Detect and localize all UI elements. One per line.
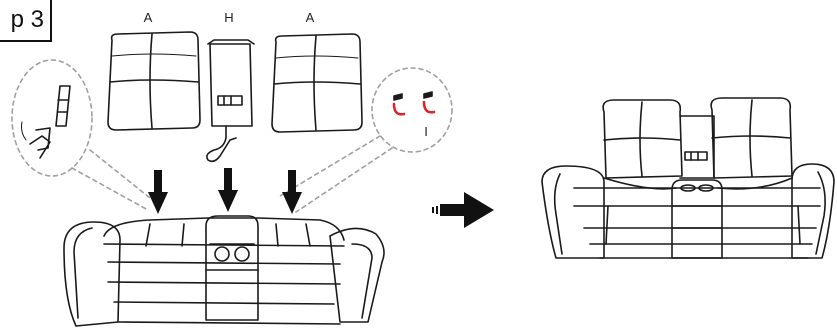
sofa-base <box>64 216 384 326</box>
left-back-cushion <box>108 32 200 130</box>
bracket-detail <box>12 60 150 210</box>
down-arrow-icon <box>282 170 302 214</box>
right-back-cushion <box>272 34 362 132</box>
assembled-sofa <box>542 98 834 258</box>
down-arrow-icon <box>148 170 168 214</box>
center-back-panel <box>207 40 254 161</box>
clip-detail <box>280 68 452 212</box>
right-arrow-icon <box>432 192 494 228</box>
down-arrow-icon <box>218 168 238 212</box>
